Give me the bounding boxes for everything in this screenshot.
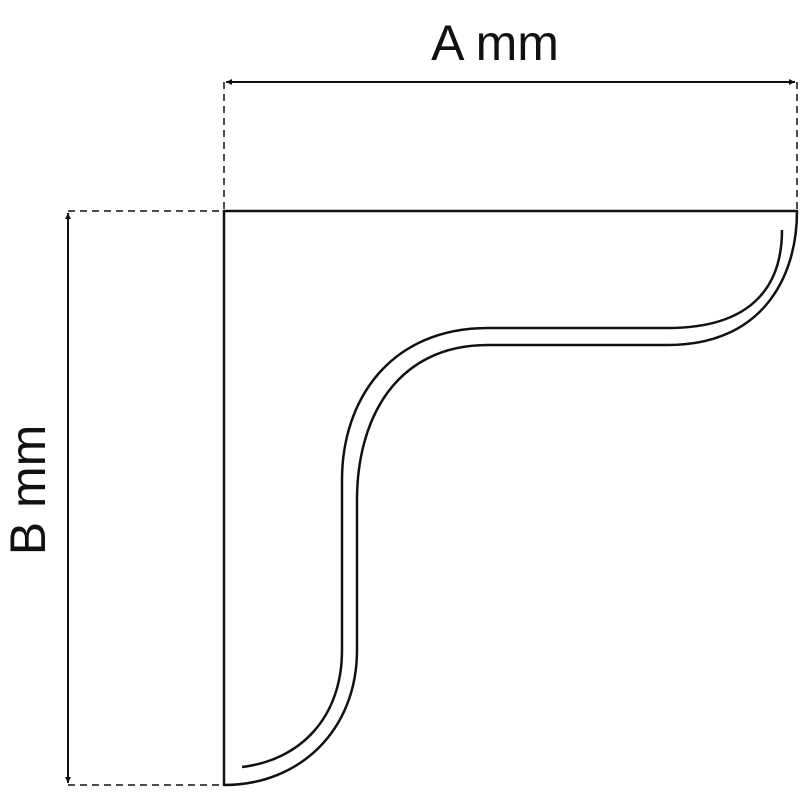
height-dimension: B mm	[0, 210, 224, 786]
shelf-bracket	[222, 209, 799, 787]
width-dimension: A mm	[223, 15, 798, 210]
width-dimension-label: A mm	[431, 15, 559, 71]
bracket-inner-flange-line	[241, 229, 784, 769]
height-dimension-label: B mm	[0, 425, 56, 556]
bracket-outer-outline	[222, 209, 799, 787]
